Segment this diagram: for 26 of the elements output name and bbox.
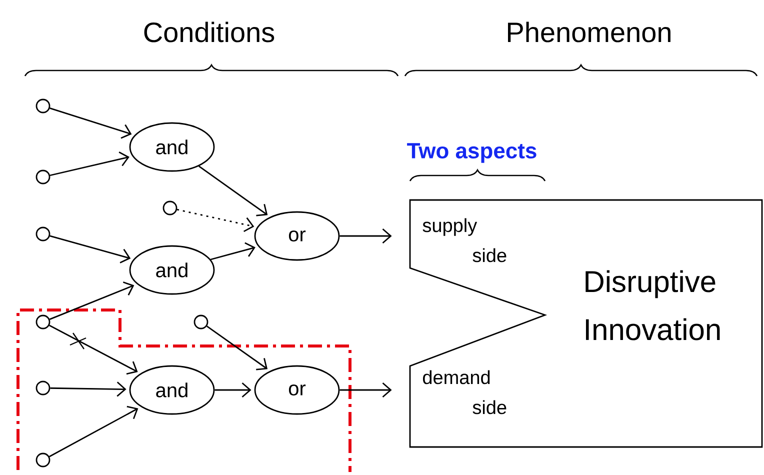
input-circle xyxy=(162,200,178,216)
input-circle xyxy=(36,452,50,468)
arrow xyxy=(198,166,268,216)
heading: Phenomenon xyxy=(508,22,670,42)
arrow xyxy=(49,406,138,458)
heading: Conditions xyxy=(144,22,274,42)
arrow xyxy=(49,281,134,320)
arrow xyxy=(340,382,392,398)
arrow xyxy=(50,108,132,139)
input-circle xyxy=(194,314,208,330)
input-circle xyxy=(36,226,50,242)
aspects-label: Two aspects xyxy=(407,143,536,163)
arrow xyxy=(206,326,268,370)
innovation-box: supply side demand side Disruptive Innovation xyxy=(409,199,763,448)
input-circle xyxy=(36,314,50,330)
input-circle xyxy=(36,380,50,396)
arrow xyxy=(210,242,256,260)
arrow xyxy=(176,208,254,232)
input-circle xyxy=(36,170,50,184)
arrow xyxy=(50,382,126,397)
input-circle xyxy=(36,98,50,114)
arrow xyxy=(49,324,138,375)
arrow xyxy=(50,235,131,264)
arrow xyxy=(50,152,130,176)
arrow xyxy=(214,382,252,398)
arrow xyxy=(340,228,392,244)
